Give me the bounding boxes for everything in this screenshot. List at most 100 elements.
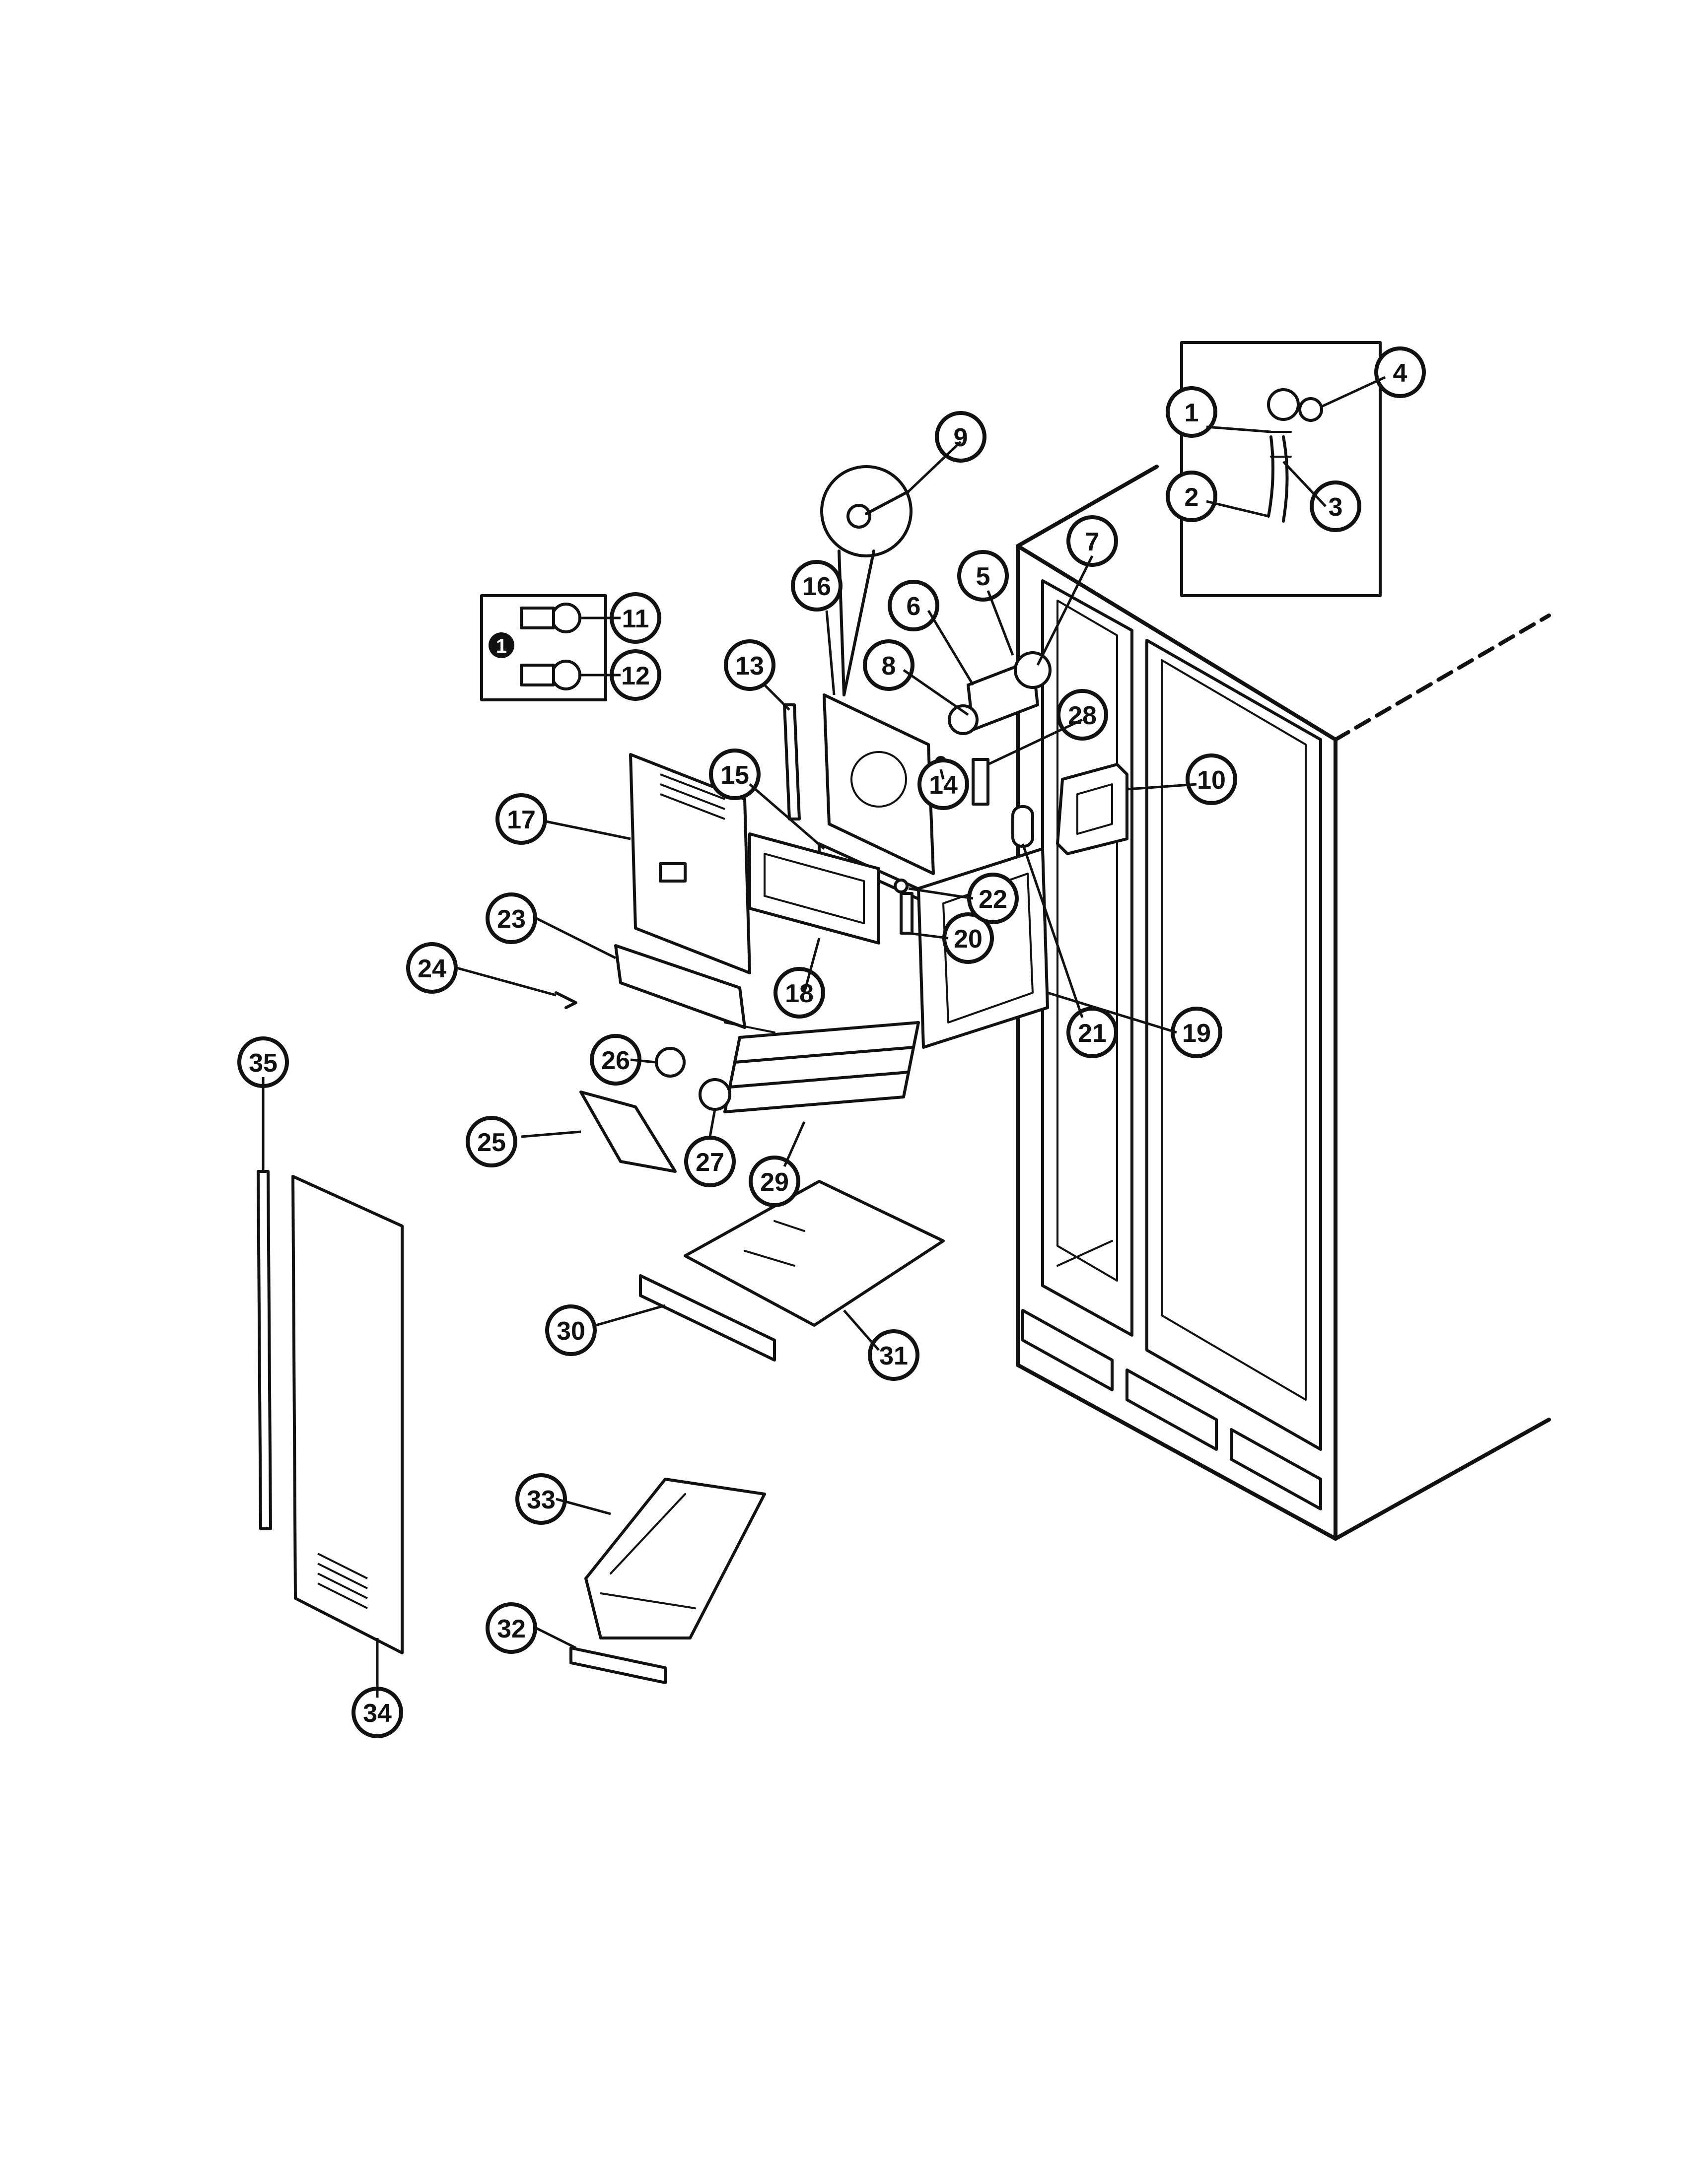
inset-box-light-assembly: [1180, 341, 1382, 597]
callout-circle: [791, 560, 843, 612]
callout-7: 7: [1066, 515, 1118, 567]
callout-label: 6: [907, 592, 921, 621]
callout-label: 25: [477, 1128, 506, 1157]
callout-label: 18: [785, 979, 814, 1008]
callout-label: 7: [1085, 528, 1100, 556]
callout-label: 27: [696, 1148, 724, 1177]
callout-19: 19: [1171, 1007, 1222, 1058]
callout-29: 29: [749, 1156, 800, 1207]
callout-label: 31: [879, 1342, 908, 1370]
callout-label: 20: [954, 925, 983, 954]
callout-label: 26: [601, 1046, 630, 1075]
callout-24: 24: [406, 942, 458, 994]
callout-8: 8: [863, 639, 914, 691]
callout-16: 16: [791, 560, 843, 612]
callout-22: 22: [967, 873, 1019, 924]
callout-11: 11: [610, 592, 661, 644]
callout-label: 8: [882, 652, 896, 681]
callout-circle: [486, 892, 537, 944]
callout-35: 35: [237, 1036, 289, 1088]
callout-circle: [406, 942, 458, 994]
callout-label: 33: [527, 1486, 556, 1514]
callout-label: 15: [720, 761, 749, 790]
callout-4: 4: [1374, 346, 1426, 398]
door-panel-parts: [257, 1170, 404, 1654]
callout-6: 6: [888, 580, 939, 631]
callout-label: 16: [802, 572, 831, 601]
callout-label: 23: [497, 905, 526, 934]
bin-parts: [569, 1478, 766, 1684]
callout-label: 22: [979, 885, 1007, 914]
callout-31: 31: [868, 1329, 919, 1381]
note-marker-label: 1: [496, 635, 507, 657]
callout-circle: [1066, 515, 1118, 567]
callout-15: 15: [709, 749, 761, 800]
callout-label: 24: [418, 955, 446, 983]
callout-25: 25: [466, 1116, 517, 1167]
callout-18: 18: [774, 967, 825, 1019]
callout-label: 29: [760, 1168, 789, 1197]
callout-label: 35: [249, 1049, 278, 1078]
callout-circle: [1310, 480, 1361, 532]
callout-label: 21: [1078, 1019, 1107, 1048]
callout-33: 33: [515, 1473, 567, 1525]
callout-label: 17: [507, 806, 536, 834]
callout-circle: [1166, 386, 1217, 438]
callout-27: 27: [684, 1136, 736, 1187]
callout-circle: [1374, 346, 1426, 398]
callout-circle: [774, 967, 825, 1019]
callout-circle: [957, 550, 1009, 602]
callout-5: 5: [957, 550, 1009, 602]
callout-circle: [749, 1156, 800, 1207]
callout-circle: [863, 639, 914, 691]
callout-circle: [917, 758, 969, 810]
callout-circle: [515, 1473, 567, 1525]
callout-14: 14: [917, 758, 969, 810]
callout-21: 21: [1066, 1007, 1118, 1058]
callout-30: 30: [545, 1304, 597, 1356]
callout-circle: [684, 1136, 736, 1187]
callout-label: 4: [1393, 359, 1407, 388]
callout-circle: [1066, 1007, 1118, 1058]
callout-label: 34: [363, 1699, 392, 1728]
refrigerator-cabinet: [1016, 465, 1551, 1541]
callout-2: 2: [1166, 471, 1217, 522]
callout-label: 19: [1182, 1019, 1211, 1048]
callout-circle: [724, 639, 775, 691]
callout-34: 34: [352, 1687, 403, 1738]
callout-28: 28: [1056, 689, 1108, 741]
callout-circle: [888, 580, 939, 631]
callout-label: 13: [735, 652, 764, 681]
callout-20: 20: [942, 912, 994, 964]
note-marker: [489, 632, 514, 658]
callout-9: 9: [935, 411, 986, 463]
callout-17: 17: [495, 793, 547, 845]
callout-32: 32: [486, 1602, 537, 1654]
callout-circle: [495, 793, 547, 845]
callout-label: 32: [497, 1615, 526, 1643]
callout-circle: [935, 411, 986, 463]
callout-3: 3: [1310, 480, 1361, 532]
callout-label: 5: [976, 562, 990, 591]
callout-label: 30: [557, 1317, 585, 1346]
callout-circle: [486, 1602, 537, 1654]
callout-1: 1: [1166, 386, 1217, 438]
callout-circle: [466, 1116, 517, 1167]
callout-label: 11: [622, 605, 649, 633]
callout-label: 12: [621, 662, 650, 690]
callout-label: 2: [1185, 483, 1199, 512]
callout-13: 13: [724, 639, 775, 691]
callout-label: 10: [1197, 766, 1226, 795]
callout-circle: [868, 1329, 919, 1381]
inset-box-switches: 1: [480, 594, 607, 701]
callout-circle: [1166, 471, 1217, 522]
callout-label: 1: [1185, 399, 1199, 427]
leader-lines: [262, 376, 1386, 1698]
callout-12: 12: [610, 649, 661, 701]
callout-label: 3: [1329, 493, 1343, 522]
magnifier-detail-9: [820, 465, 913, 696]
callout-circle: [545, 1304, 597, 1356]
callout-circle: [709, 749, 761, 800]
